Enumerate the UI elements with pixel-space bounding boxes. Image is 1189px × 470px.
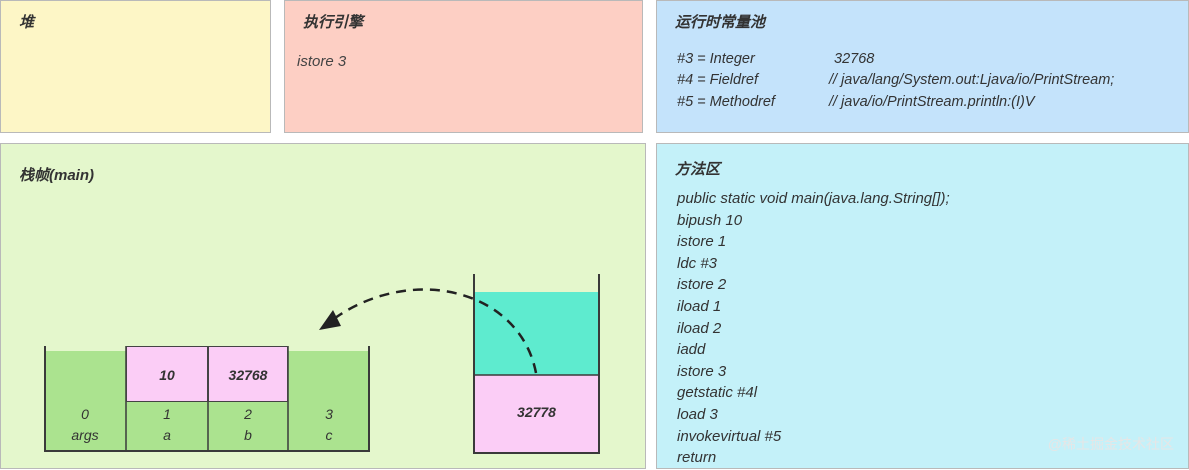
bytecode-line: invokevirtual #5 bbox=[677, 427, 782, 445]
slot-index: 0 bbox=[81, 406, 89, 422]
slot-index: 3 bbox=[325, 406, 333, 422]
pool-ref: #4 = Fieldref bbox=[677, 72, 759, 88]
slot-value-a: 10 bbox=[126, 346, 208, 402]
slot-value-b: 32768 bbox=[208, 346, 288, 402]
bytecode-line: iadd bbox=[677, 341, 706, 359]
operand-stack: 32778 bbox=[473, 274, 600, 454]
pool-ref: #3 = Integer bbox=[677, 51, 755, 67]
bytecode-line: load 3 bbox=[677, 405, 718, 423]
bytecode-line: iload 1 bbox=[677, 297, 722, 315]
slot-name: args bbox=[71, 427, 99, 443]
method-area-panel: 方法区 public static void main(java.lang.St… bbox=[656, 143, 1189, 469]
operand-stack-value: 32778 bbox=[517, 404, 556, 420]
bytecode-list: public static void main(java.lang.String… bbox=[677, 188, 950, 469]
frame-title: 栈帧(main) bbox=[19, 167, 95, 184]
pool-value: 32768 bbox=[834, 51, 875, 67]
stack-frame-panel: 栈帧(main) 10 32768 0 args 1 a 2 b 3 bbox=[0, 143, 646, 469]
slot-name: c bbox=[325, 427, 333, 443]
slot-name: a bbox=[163, 427, 171, 443]
bytecode-line: getstatic #4l bbox=[677, 384, 758, 402]
slot-2: 2 b bbox=[208, 406, 288, 452]
slot-1: 1 a bbox=[126, 406, 208, 452]
slot-index: 1 bbox=[163, 406, 171, 422]
current-instruction: istore 3 bbox=[297, 53, 347, 70]
constant-pool-panel: 运行时常量池 #3 = Integer 32768 #4 = Fieldref … bbox=[656, 0, 1189, 133]
pool-title: 运行时常量池 bbox=[675, 14, 766, 31]
bytecode-line: ldc #3 bbox=[677, 254, 718, 272]
bytecode-line: bipush 10 bbox=[677, 211, 743, 229]
slot-0: 0 args bbox=[44, 406, 126, 452]
bytecode-line: istore 2 bbox=[677, 276, 727, 294]
pool-value: // java/io/PrintStream.println:(I)V bbox=[829, 94, 1035, 110]
slot-name: b bbox=[244, 427, 252, 443]
bytecode-line: iload 2 bbox=[677, 319, 722, 337]
heap-title: 堆 bbox=[19, 14, 35, 31]
execution-engine-panel: 执行引擎 istore 3 bbox=[284, 0, 643, 133]
method-title: 方法区 bbox=[675, 161, 721, 178]
slot-index: 2 bbox=[244, 406, 252, 422]
bytecode-line: return bbox=[677, 449, 717, 467]
operand-stack-graphic bbox=[473, 274, 600, 454]
local-variable-table: 10 32768 0 args 1 a 2 b 3 c bbox=[44, 346, 370, 452]
watermark: @稀土掘金技术社区 bbox=[1047, 436, 1174, 452]
pool-ref: #5 = Methodref bbox=[677, 94, 775, 110]
local-variable-table-graphic bbox=[44, 346, 370, 452]
bytecode-line: istore 3 bbox=[677, 362, 727, 380]
bytecode-line: public static void main(java.lang.String… bbox=[677, 190, 950, 207]
pool-value: // java/lang/System.out:Ljava/io/PrintSt… bbox=[829, 72, 1115, 88]
slot-3: 3 c bbox=[288, 406, 370, 452]
heap-panel: 堆 bbox=[0, 0, 271, 133]
bytecode-line: istore 1 bbox=[677, 233, 727, 251]
engine-title: 执行引擎 bbox=[303, 14, 364, 31]
